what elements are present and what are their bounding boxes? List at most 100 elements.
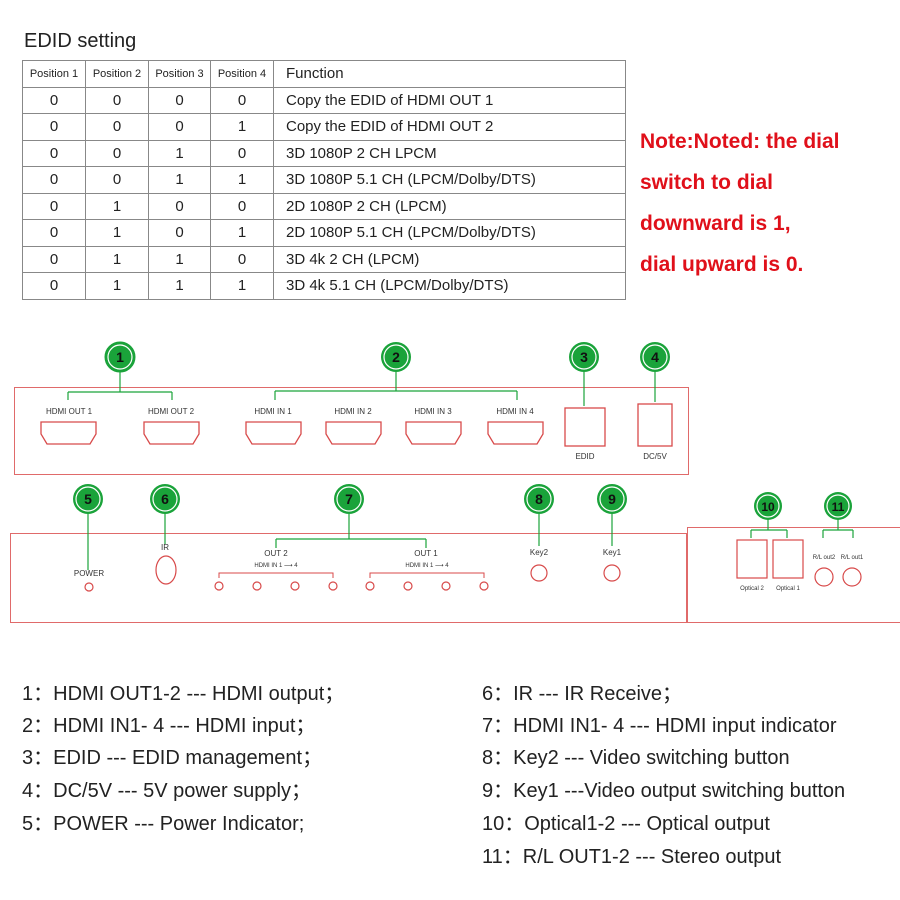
table-cell: 0 (85, 86, 149, 114)
label-ir: IR (161, 543, 169, 552)
label-key1: Key1 (602, 548, 622, 557)
label-power: POWER (73, 569, 105, 578)
out1-led-2 (403, 581, 413, 591)
badge-8: 8 (524, 484, 554, 514)
key1-button[interactable] (603, 564, 621, 582)
table-cell: 1 (148, 166, 211, 194)
table-cell-function: 3D 4k 2 CH (LPCM) (273, 245, 626, 273)
table-cell-function: 3D 1080P 2 CH LPCM (273, 139, 626, 167)
badge-5: 5 (73, 484, 103, 514)
badge-8-number: 8 (535, 491, 543, 507)
table-row: 0 0 0 0 Copy the EDID of HDMI OUT 1 (22, 86, 626, 114)
legend-item-8: 8：Key2 --- Video switching button (482, 747, 790, 769)
rl-out1-jack (842, 567, 862, 587)
edid-dip-switch[interactable] (564, 407, 606, 447)
table-cell-function: Copy the EDID of HDMI OUT 2 (273, 113, 626, 141)
label-hdmi-in-1: HDMI IN 1 (254, 407, 292, 416)
table-cell: 1 (210, 219, 274, 247)
out1-led-4 (479, 581, 489, 591)
hdmi-in-1-port (245, 421, 302, 445)
table-cell: 1 (85, 272, 149, 300)
label-optical-1: Optical 1 (776, 586, 800, 592)
label-key2: Key2 (529, 548, 549, 557)
badge-1: 1 (104, 341, 136, 373)
optical-2-port (736, 539, 768, 579)
table-row: 0 1 0 0 2D 1080P 2 CH (LPCM) (22, 192, 626, 220)
table-header-position-1: Position 1 (22, 60, 86, 88)
table-cell: 0 (85, 113, 149, 141)
label-out2-hdmi-range: HDMI IN 1 ⟶ 4 (254, 563, 298, 569)
label-rl-out1: R/L out1 (840, 555, 864, 561)
label-hdmi-in-3: HDMI IN 3 (414, 407, 452, 416)
table-cell: 0 (210, 192, 274, 220)
badge-1-number: 1 (116, 349, 124, 365)
table-cell: 0 (22, 166, 86, 194)
table-header-position-2: Position 2 (85, 60, 149, 88)
badge-11: 11 (824, 492, 852, 520)
table-cell-function: 3D 4k 5.1 CH (LPCM/Dolby/DTS) (273, 272, 626, 300)
hdmi-out-1-port (40, 421, 97, 445)
table-cell: 0 (22, 113, 86, 141)
out1-led-3 (441, 581, 451, 591)
badge-3-number: 3 (580, 349, 588, 365)
table-cell: 0 (210, 139, 274, 167)
edid-setting-title: EDID setting (24, 30, 137, 52)
table-cell: 1 (210, 166, 274, 194)
table-cell-function: 3D 1080P 5.1 CH (LPCM/Dolby/DTS) (273, 166, 626, 194)
table-cell: 1 (210, 113, 274, 141)
table-cell: 1 (85, 219, 149, 247)
hdmi-in-4-port (487, 421, 544, 445)
key2-button[interactable] (530, 564, 548, 582)
badge-10-number: 10 (761, 500, 775, 514)
table-cell: 0 (85, 139, 149, 167)
table-cell: 0 (22, 192, 86, 220)
label-out1: OUT 1 (414, 549, 438, 558)
table-header-position-4: Position 4 (210, 60, 274, 88)
badge-2-number: 2 (392, 349, 400, 365)
label-hdmi-out-2: HDMI OUT 2 (147, 407, 195, 416)
table-row: 0 0 1 1 3D 1080P 5.1 CH (LPCM/Dolby/DTS) (22, 166, 626, 194)
table-cell: 0 (148, 86, 211, 114)
table-cell: 0 (148, 192, 211, 220)
table-row: 0 1 0 1 2D 1080P 5.1 CH (LPCM/Dolby/DTS) (22, 219, 626, 247)
note-line-2: switch to dial (640, 171, 774, 194)
hdmi-in-2-port (325, 421, 382, 445)
out2-led-3 (290, 581, 300, 591)
table-cell: 0 (148, 219, 211, 247)
table-cell-function: 2D 1080P 5.1 CH (LPCM/Dolby/DTS) (273, 219, 626, 247)
out1-led-1 (365, 581, 375, 591)
table-cell: 1 (148, 139, 211, 167)
label-out2: OUT 2 (264, 549, 288, 558)
rl-out2-jack (814, 567, 834, 587)
hdmi-in-3-port (405, 421, 462, 445)
label-out1-hdmi-range: HDMI IN 1 ⟶ 4 (405, 563, 449, 569)
badge-7-number: 7 (345, 491, 353, 507)
table-row: 0 0 1 0 3D 1080P 2 CH LPCM (22, 139, 626, 167)
note-line-3: downward is 1, (640, 212, 791, 235)
legend-item-7: 7：HDMI IN1- 4 --- HDMI input indicator (482, 715, 837, 737)
table-cell: 0 (148, 113, 211, 141)
table-cell-function: Copy the EDID of HDMI OUT 1 (273, 86, 626, 114)
optical-1-port (772, 539, 804, 579)
power-led (84, 582, 94, 592)
label-hdmi-in-2: HDMI IN 2 (334, 407, 372, 416)
table-cell: 0 (22, 219, 86, 247)
label-dc-5v: DC/5V (643, 452, 667, 461)
table-cell: 1 (148, 272, 211, 300)
legend-item-5: 5：POWER --- Power Indicator; (22, 813, 305, 835)
badge-11-number: 11 (832, 500, 845, 514)
badge-2: 2 (381, 342, 411, 372)
badge-10: 10 (754, 492, 782, 520)
badge-7: 7 (334, 484, 364, 514)
badge-9-number: 9 (608, 491, 616, 507)
table-cell-function: 2D 1080P 2 CH (LPCM) (273, 192, 626, 220)
badge-4-number: 4 (651, 349, 659, 365)
label-optical-2: Optical 2 (740, 586, 764, 592)
note-line-1: Note:Noted: the dial (640, 130, 840, 153)
label-rl-out2: R/L out2 (812, 555, 836, 561)
out2-led-1 (214, 581, 224, 591)
out2-led-2 (252, 581, 262, 591)
badge-6-number: 6 (161, 491, 169, 507)
table-cell: 1 (85, 245, 149, 273)
